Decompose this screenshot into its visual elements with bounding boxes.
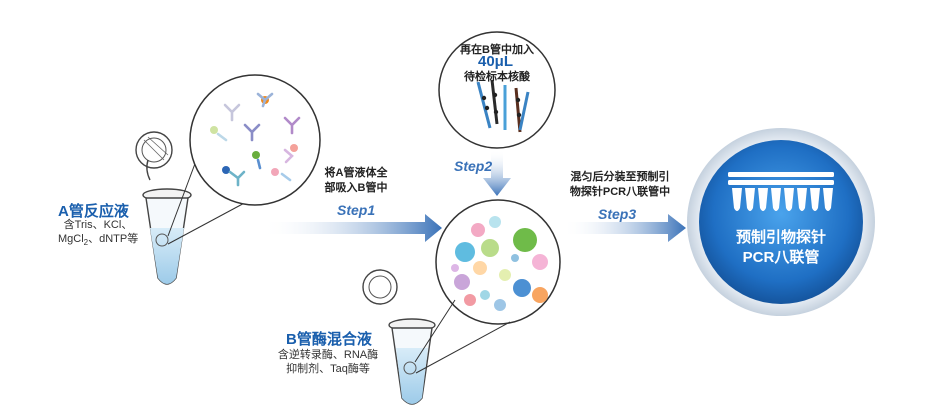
dntp-text: 、dNTP等 xyxy=(88,233,139,245)
tube-b-description: 含逆转录酶、RNA酶 抑制剂、Taq酶等 xyxy=(272,348,384,376)
step2-label: Step2 xyxy=(454,158,493,174)
tube-a-graphic xyxy=(135,109,251,285)
step1-note-line2: 部吸入B管中 xyxy=(324,182,388,194)
tube-b-desc-line1: 含逆转录酶、RNA酶 xyxy=(277,349,379,361)
step3-label: Step3 xyxy=(598,206,637,222)
step1-arrow xyxy=(262,214,442,242)
step3-note-line1: 混匀后分装至预制引 xyxy=(570,171,670,183)
result-pcr-tubes-circle xyxy=(687,128,875,316)
tube-a-desc-line2: MgCl2、dNTP等 xyxy=(58,232,138,250)
result-label-line2: PCR八联管 xyxy=(742,249,820,266)
sample-nucleic-acid-circle xyxy=(438,31,556,149)
step2-note-line3: 待检标本核酸 xyxy=(464,71,530,83)
step2-note: 再在B管中加入 xyxy=(449,43,545,58)
step2-volume: 40μL xyxy=(478,53,514,70)
step3-arrow xyxy=(563,214,686,242)
step2-note-line1: 再在B管中加入 xyxy=(460,44,534,56)
tube-b-title: B管酶混合液 xyxy=(286,331,372,348)
step3-note-line2: 物探针PCR八联管中 xyxy=(569,186,671,198)
mgcl-subscript: 2 xyxy=(83,238,89,248)
step2-arrow xyxy=(483,150,511,196)
tube-b-desc-line2: 抑制剂、Taq酶等 xyxy=(286,363,370,375)
mixing-bubbles-circle xyxy=(435,199,561,325)
step1-label: Step1 xyxy=(337,202,376,218)
result-label: 预制引物探针 PCR八联管 xyxy=(731,228,831,268)
step1-note-line1: 将A管液体全 xyxy=(324,167,388,179)
step3-note: 混匀后分装至预制引 物探针PCR八联管中 xyxy=(568,170,672,200)
tube-b-graphic xyxy=(362,269,511,405)
step1-note: 将A管液体全 部吸入B管中 xyxy=(313,166,399,196)
tube-a-desc-line1: 含Tris、KCl、 xyxy=(63,219,133,231)
tube-a-description: 含Tris、KCl、 MgCl2、dNTP等 xyxy=(58,218,138,250)
tube-a-magnified-circle xyxy=(189,74,321,206)
tube-a-title: A管反应液 xyxy=(58,203,129,220)
mgcl-text: MgCl xyxy=(58,233,84,245)
result-label-line1: 预制引物探针 xyxy=(735,229,826,246)
